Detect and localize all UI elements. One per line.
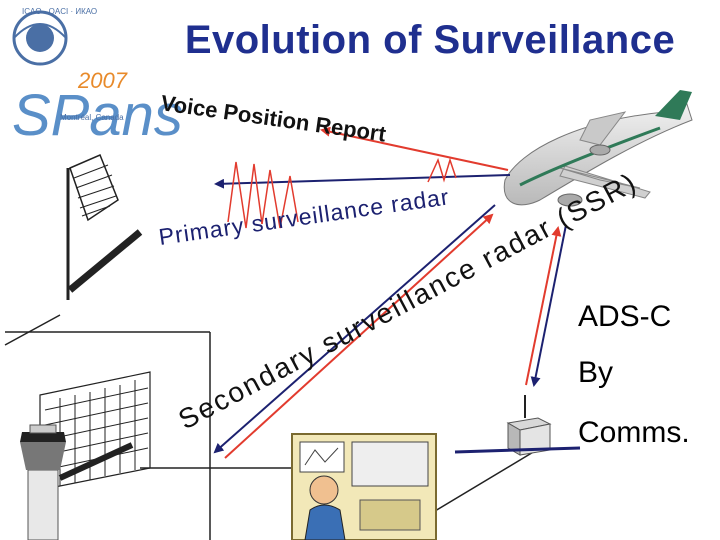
adsc-downlink-arrow: [525, 226, 562, 386]
adsc-uplink-arrow: [530, 224, 567, 387]
comms-label: Comms.: [578, 416, 690, 449]
logo-city-text: Montréal, Canada: [60, 113, 124, 122]
airliner-icon: [503, 90, 693, 207]
slide-title: Evolution of Surveillance: [184, 18, 676, 62]
voice-position-report-label: Voice Position Report: [159, 90, 388, 146]
icao-logo-icon: ICAO · OACI · ИКАО SPans 2007 Montréal, …: [12, 7, 183, 148]
control-tower-icon: [20, 424, 66, 540]
voice-report-arrow: [320, 126, 509, 171]
by-label: By: [578, 356, 614, 389]
logo-org-text: ICAO · OACI · ИКАО: [22, 7, 97, 16]
ground-station-icon: [454, 395, 581, 456]
logo-year-text: 2007: [77, 68, 128, 93]
ssr-interrogation-arrow: [213, 204, 496, 454]
ssr-reply-arrow: [224, 213, 494, 459]
primary-radar-label: Primary surveillance radar: [157, 183, 451, 250]
primary-radar-return-arrow: [214, 174, 511, 189]
adsc-label: ADS-C: [578, 300, 672, 333]
radar-wave-lines: [227, 157, 457, 229]
controller-workstation-icon: [291, 433, 437, 540]
logo-event-text: SPans: [12, 83, 183, 148]
signal-arrows: [213, 126, 567, 459]
radar-antenna-icon: [66, 154, 143, 300]
